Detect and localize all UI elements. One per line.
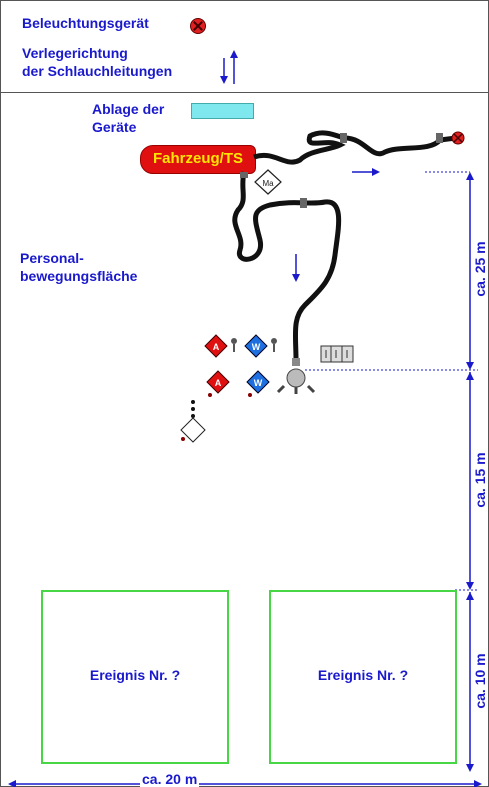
lamp-icon (190, 18, 206, 34)
hose-line-attack (232, 171, 342, 361)
trupp-w-2: W (246, 370, 270, 394)
hose-coupling-4 (300, 198, 307, 208)
dimension-line-20 (8, 780, 482, 787)
vehicle-label: Fahrzeug/TS (152, 150, 243, 167)
personnel-label-1: Personal- (20, 250, 84, 266)
vehicle: Fahrzeug/TS (140, 145, 256, 174)
storage-area (191, 103, 254, 119)
person-dot-1 (208, 393, 212, 397)
svg-text:A: A (213, 342, 220, 352)
manifold-label: Ma (262, 179, 274, 188)
hose-coupling-2 (436, 133, 443, 143)
dimension-line-10 (455, 589, 478, 772)
legend-lamp-label: Beleuchtungsgerät (22, 15, 149, 31)
storage-label-2: Geräte (92, 119, 137, 135)
svg-text:A: A (215, 378, 222, 388)
trupp-a-1: A (204, 334, 228, 358)
dimension-label-25: ca. 25 m (472, 241, 488, 297)
event-label-1: Ereignis Nr. ? (89, 667, 181, 683)
trupp-a-2: A (206, 370, 230, 394)
distributor-symbol (276, 358, 316, 394)
hose-line-lamp (253, 130, 457, 165)
event-label-2: Ereignis Nr. ? (317, 667, 409, 683)
legend-divider (0, 92, 489, 93)
dimension-line-25 (425, 171, 474, 370)
nozzle-icon-1 (231, 338, 237, 352)
trupp-w-1: W (244, 334, 268, 358)
svg-text:W: W (254, 378, 263, 388)
legend-hose-label-2: der Schlauchleitungen (22, 63, 173, 79)
event-box-1: Ereignis Nr. ? (41, 590, 229, 764)
hose-coupling-1 (340, 133, 347, 143)
manifold-symbol: Ma (254, 169, 282, 195)
dimension-label-15: ca. 15 m (472, 452, 488, 508)
dimension-line-15 (305, 369, 478, 590)
dimension-label-10: ca. 10 m (472, 653, 488, 709)
legend-hose-label-1: Verlegerichtung (22, 45, 128, 61)
hose-lamp-icon (451, 131, 465, 145)
personnel-label-2: bewegungsfläche (20, 268, 138, 284)
storage-label-1: Ablage der (92, 101, 165, 117)
hose-coupling-3 (240, 172, 248, 178)
legend-direction-arrows (220, 50, 238, 84)
event-box-2: Ereignis Nr. ? (269, 590, 457, 764)
nozzle-icon-2 (271, 338, 277, 352)
dimension-label-20: ca. 20 m (140, 771, 200, 787)
leader-symbol (180, 400, 206, 443)
svg-text:W: W (252, 342, 261, 352)
person-dot-2 (248, 393, 252, 397)
equipment-block (320, 345, 354, 363)
